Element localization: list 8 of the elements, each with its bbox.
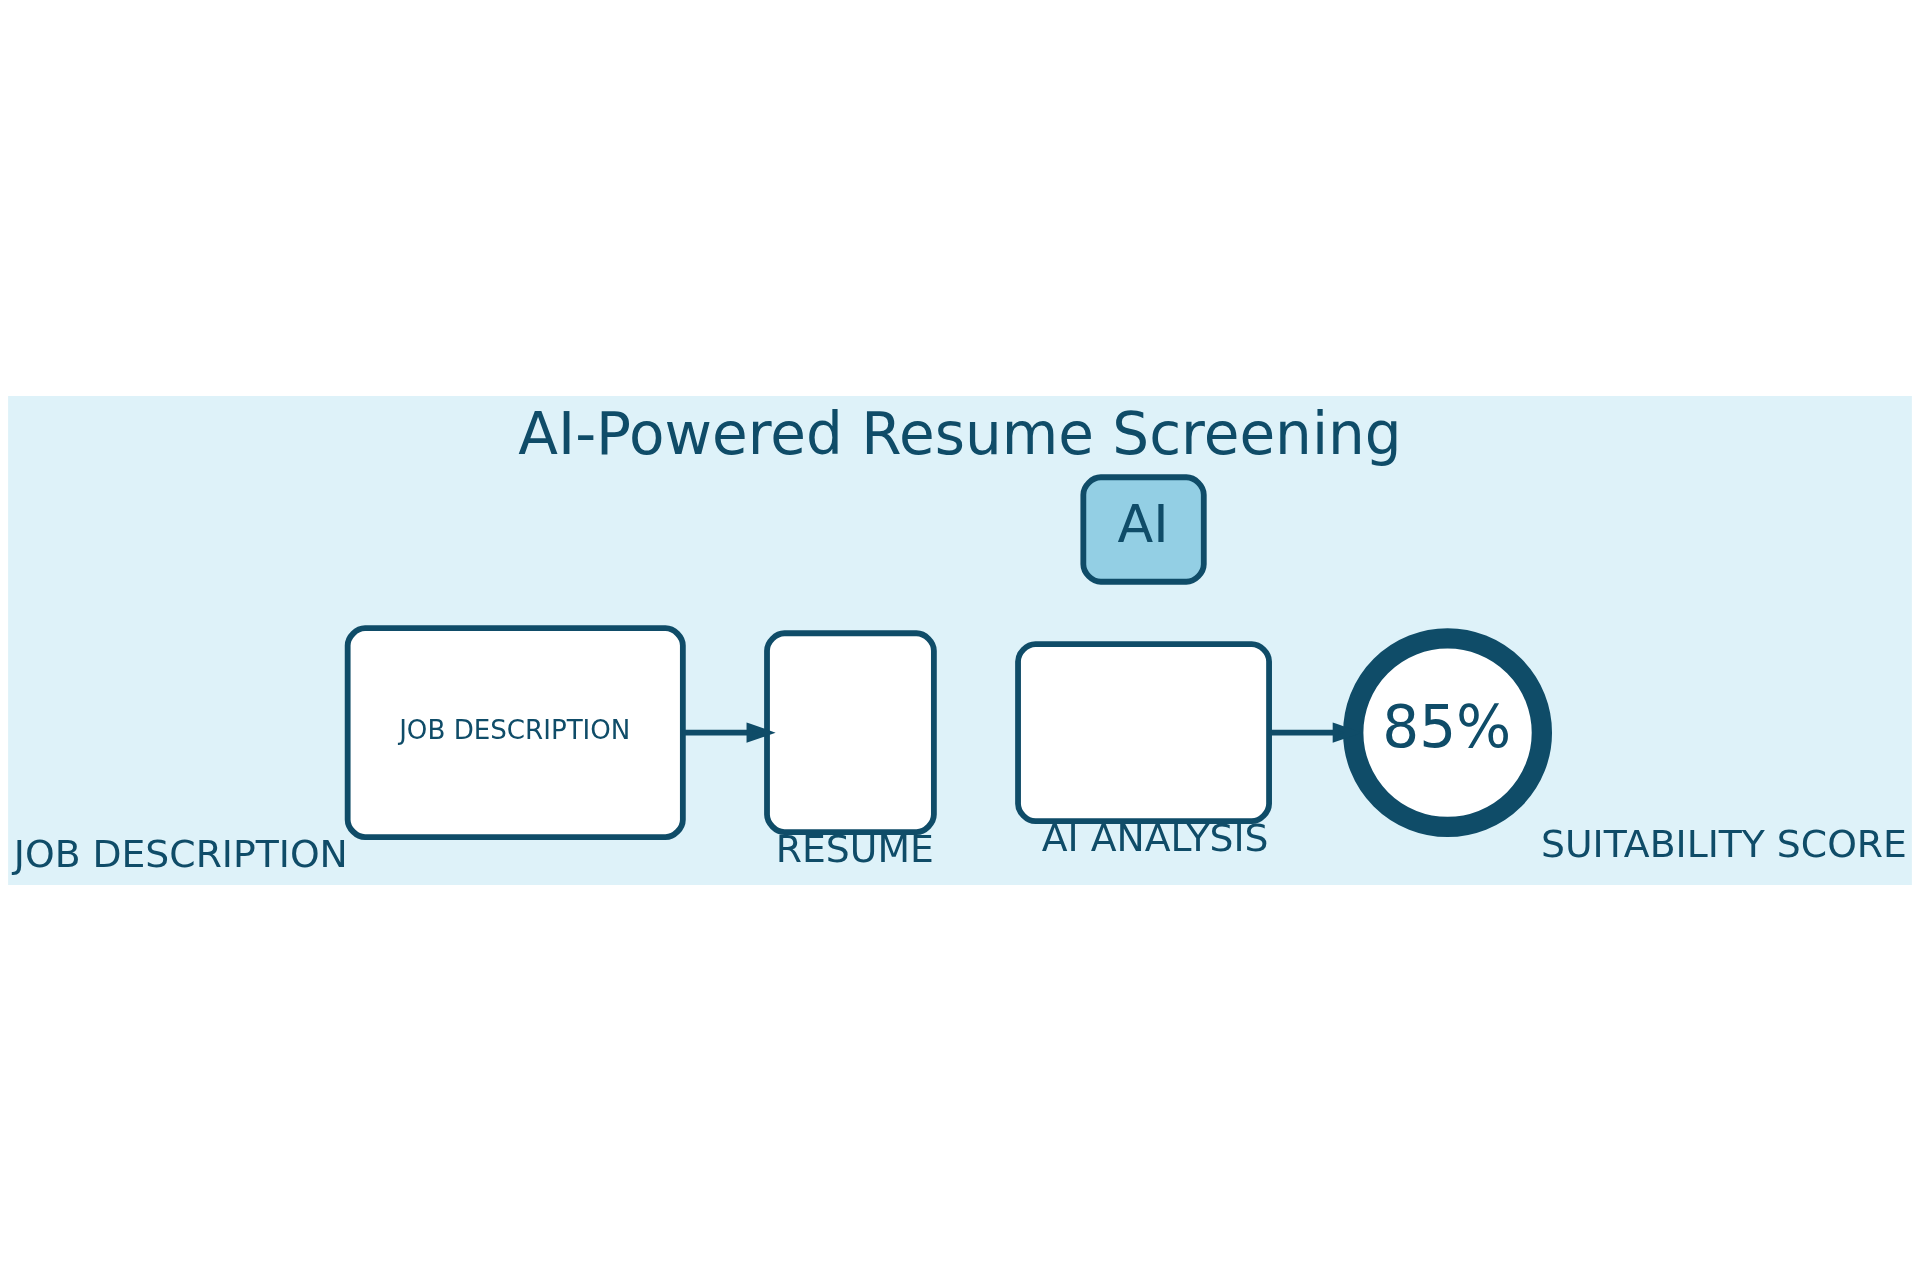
node-label: RESUME xyxy=(775,826,934,871)
diagram-title: AI-Powered Resume Screening xyxy=(518,399,1402,468)
node-label: AI ANALYSIS xyxy=(1041,815,1269,860)
arrow xyxy=(682,721,776,743)
node-box: JOB DESCRIPTION xyxy=(344,624,686,840)
node-box xyxy=(764,629,937,835)
node-box xyxy=(1015,640,1272,824)
node-box: AI xyxy=(1080,473,1207,585)
